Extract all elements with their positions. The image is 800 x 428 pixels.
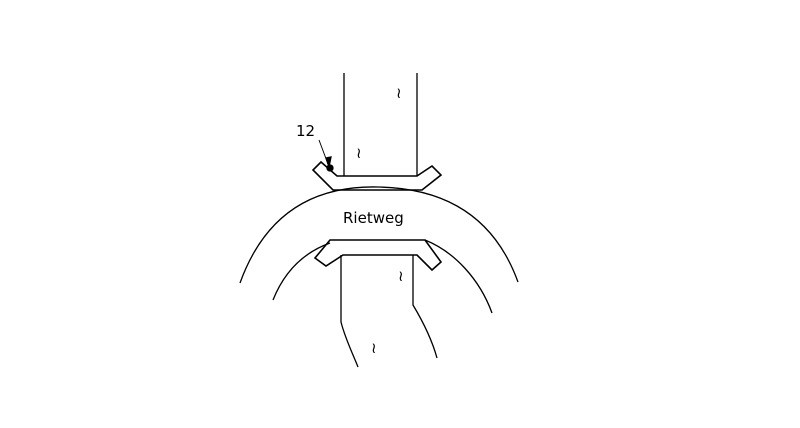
break-mark-1: ≀	[396, 84, 402, 102]
lower-bracket	[313, 239, 443, 272]
upper-bracket	[311, 160, 443, 191]
reference-dot	[326, 164, 334, 172]
inner-arc	[272, 239, 493, 314]
rietweg-label: Rietweg	[343, 209, 404, 227]
break-mark-2: ≀	[356, 144, 362, 162]
upper-tube	[343, 73, 418, 176]
reference-label-12: 12	[296, 122, 315, 140]
lower-tube	[340, 255, 438, 368]
break-mark-3: ≀	[398, 267, 404, 285]
break-mark-4: ≀	[371, 339, 377, 357]
outer-arc	[239, 186, 519, 284]
arrow-head	[325, 156, 332, 170]
